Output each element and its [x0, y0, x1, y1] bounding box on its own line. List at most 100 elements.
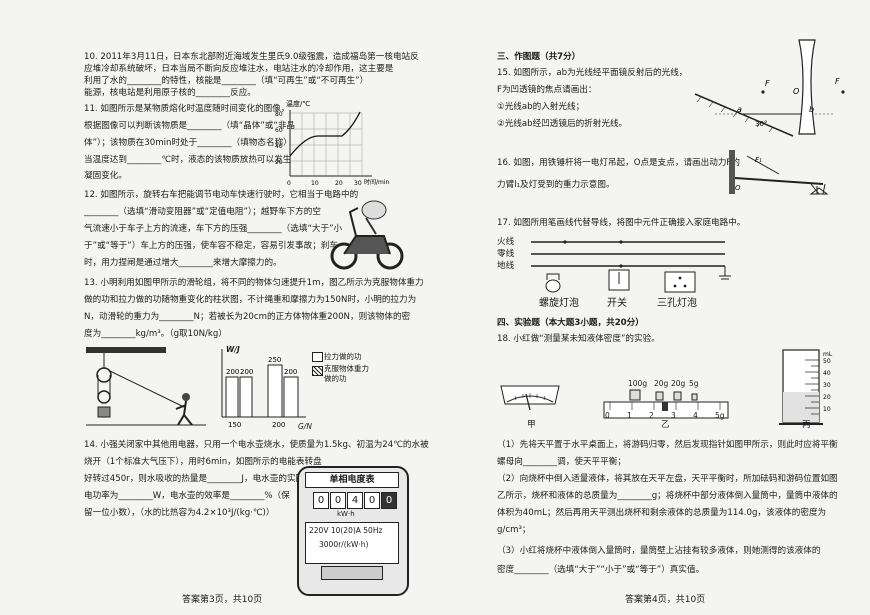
- q12-line-4: 于”或“等于”）车上方的压强，使车容不稳定，容易引发事故；刹车: [84, 241, 338, 251]
- legend-pull: 拉力做的功: [324, 352, 362, 361]
- household-circuit-figure: [531, 240, 731, 293]
- bar-xtick: 200: [272, 421, 285, 429]
- q12-line-1: 12. 如图所示，旋转右车把能调节电动车快速行驶时，它相当于电路中的: [84, 190, 359, 200]
- figure-label-jia: 甲: [527, 420, 536, 430]
- q12-line-2: ________（选填“滑动变阻器”或“定值电阻”）；越野车下方的空: [84, 207, 321, 217]
- q14-line-4: 电功率为________W，电水壶的效率是________%（保: [84, 491, 290, 501]
- meter-spec: 220V 10(20)A 50Hz: [309, 526, 383, 535]
- wire-label-neutral: 零线: [497, 249, 515, 259]
- graph-ytick: 60: [275, 127, 283, 134]
- weight-label: 20g: [671, 379, 686, 388]
- q15-line-1: 15. 如图所示，ab为光线经平面镜反射后的光线，: [497, 68, 688, 78]
- force-label: F₁: [755, 156, 762, 164]
- q18-line-3: （2）向烧杯中倒入适量液体，将其放在天平左盘，天平平衡时，所加砝码和游码位置如图: [497, 474, 838, 484]
- figure-label-yi: 乙: [661, 420, 670, 430]
- left-page-footer: 答案第3页，共10页: [182, 595, 263, 605]
- focus-label: F: [835, 77, 840, 86]
- bar-value: 250: [268, 356, 281, 364]
- ruler-tick: 0: [605, 411, 610, 420]
- bar-xtick: 150: [228, 421, 241, 429]
- section-4-heading: 四、实验题（本大题3小题，共20分）: [497, 318, 644, 328]
- q13-line-3: N，动滑轮的重力为________N；若被长为20cm的正方体物体重200N，则…: [84, 312, 411, 322]
- graph-ytick: 20: [275, 159, 283, 166]
- pivot-label: O: [735, 184, 741, 192]
- bar-value: 200: [284, 368, 297, 376]
- meter-digit: 0: [330, 492, 346, 509]
- q13-line-2: 做的功和拉力做的功随物重变化的柱状图，不计绳重和摩擦力为150N时，小明的拉力为: [84, 295, 417, 305]
- graph-ytick: 40: [275, 143, 283, 150]
- left-page: 10. 2011年3月11日，日本东北部附近海域发生里氏9.0级强震，造成福岛第…: [84, 52, 429, 605]
- meter-digit: 0: [364, 492, 380, 509]
- electricity-meter: 单相电度表 0 0 4 0 0 kW·h 220V 10(20)A 50Hz 3…: [297, 466, 409, 596]
- q14-line-2: 烧开（1个标准大气压下），用时6min，如图所示的电能表转盘: [84, 457, 322, 467]
- q18-line-1: （1）先将天平置于水平桌面上，将游码归零，然后发现指针如图甲所示，则此时应将平衡: [497, 440, 838, 450]
- q15-line-3: ①光线ab的入射光线；: [497, 102, 585, 112]
- lever-figure: F₁ O: [729, 150, 829, 195]
- q18-line-7: （3）小红将烧杯中液体倒入量筒时，量筒壁上沾挂有较多液体，则她测得的该液体的: [497, 546, 821, 556]
- q18-title: 18. 小红做“测量某未知液体密度”的实验。: [497, 334, 660, 344]
- mirror-lens-figure: F F O a b 30°: [694, 39, 845, 137]
- q10-line-3: 利用了水的________的特性，核能是________（填“可再生”或“不可再…: [84, 76, 369, 86]
- q18-line-6: g/cm³；: [497, 525, 531, 535]
- q16-line-2: 力臂l₁及灯受到的重力示意图。: [497, 180, 615, 190]
- balance-pointer-figure: [500, 385, 560, 411]
- ruler-tick: 4: [693, 411, 698, 420]
- q14-line-3: 好转过450r，则水吸收的热量是________J，电水壶的实际: [84, 474, 305, 484]
- cylinder-tick: 20: [823, 394, 831, 401]
- meter-unit: kW·h: [337, 510, 355, 518]
- graph-xtick: 10: [311, 180, 319, 187]
- focus-label: F: [765, 79, 770, 88]
- weight-label: 5g: [689, 379, 699, 388]
- concave-lens: [798, 39, 816, 135]
- bar-pull-150: [225, 376, 239, 418]
- meter-digit: 0: [381, 492, 397, 509]
- q12-line-5: 时，用力捏闸是通过增大________来增大摩擦力的。: [84, 258, 282, 268]
- ruler-tick: 3: [671, 411, 676, 420]
- q14-line-5: 留一位小数），（水的比热容为4.2×10³J/(kg·℃)）: [84, 508, 275, 518]
- q18-line-2: 螺母向________调，使天平平衡；: [497, 457, 626, 467]
- q10-line-2: 应堆冷却系统破坏，日本当局不断向反应堆注水，电站注水的冷却作用，这主要是: [84, 64, 394, 74]
- weight-label: 20g: [654, 379, 669, 388]
- q15-line-2: F为凹透镜的焦点请画出：: [497, 85, 597, 95]
- bar-weight-150: [239, 376, 253, 418]
- q12-line-3: 气流速小于车子上方的流速，车下方的压强________（选填“大于”小: [84, 224, 343, 234]
- component-label: 三孔灯泡: [657, 298, 697, 309]
- cylinder-tick: 30: [823, 382, 831, 389]
- q13-line-1: 13. 小明利用如图甲所示的滑轮组，将不同的物体匀速提升1m，图乙所示为克服物体…: [84, 278, 424, 288]
- ruler-tick: 5g: [715, 411, 725, 420]
- legend-weight: 克服物体重力做的功: [324, 364, 369, 383]
- q11-line-3: 体”）；该物质在30min时处于________（填物态名称）: [84, 138, 292, 148]
- graph-xlabel: 时间/min: [364, 178, 390, 186]
- q15-line-4: ②光线ab经凹透镜后的折射光线。: [497, 119, 628, 129]
- bar-x-unit: G/N: [298, 422, 312, 431]
- meter-digit: 0: [313, 492, 329, 509]
- right-page-footer: 答案第4页，共10页: [625, 595, 706, 605]
- q18-line-5: 体积为40mL；然后再用天平测出烧杯和剩余液体的总质量为114.0g，该液体的密…: [497, 508, 827, 518]
- bar-value: 200: [226, 368, 239, 376]
- bar-pull-200: [267, 364, 283, 418]
- graph-xtick: 20: [335, 180, 343, 187]
- q16-line-1: 16. 如图，用铁锤杆将一电灯吊起，O点是支点，请画出动力F的: [497, 158, 740, 168]
- graph-xtick: 30: [354, 180, 362, 187]
- graph-ylabel: 温度/℃: [286, 99, 310, 108]
- cylinder-tick: 40: [823, 370, 831, 377]
- point-b-label: b: [809, 105, 814, 114]
- bar-value: 200: [240, 368, 253, 376]
- melting-curve: [289, 111, 361, 157]
- weights-and-rider-figure: [603, 389, 729, 419]
- q10-line-4: 能源，核电站是利用原子核的________反应。: [84, 88, 256, 98]
- bar-y-unit: W/J: [226, 345, 240, 354]
- component-label: 螺旋灯泡: [539, 298, 579, 309]
- optical-center-label: O: [793, 87, 799, 96]
- q11-line-1: 11. 如图所示是某物质熔化时温度随时间变化的图像，: [84, 104, 290, 114]
- pulley-system-figure: [86, 347, 206, 426]
- legend-swatch-pull: [312, 352, 323, 362]
- graph-xtick: 0: [287, 180, 291, 187]
- point-a-label: a: [737, 105, 742, 114]
- q11-line-5: 凝固变化。: [84, 171, 127, 181]
- angle-label: 30°: [755, 120, 767, 128]
- meter-digit: 4: [347, 492, 363, 509]
- q18-line-8: 密度________（选填“大于”“小于”或“等于”）真实值。: [497, 565, 705, 575]
- q14-line-1: 14. 小强关闭家中其他用电器，只用一个电水壶烧水，使质量为1.5kg、初温为2…: [84, 440, 429, 450]
- measuring-cylinder-figure: mL 50 40 30 20 10: [779, 349, 833, 425]
